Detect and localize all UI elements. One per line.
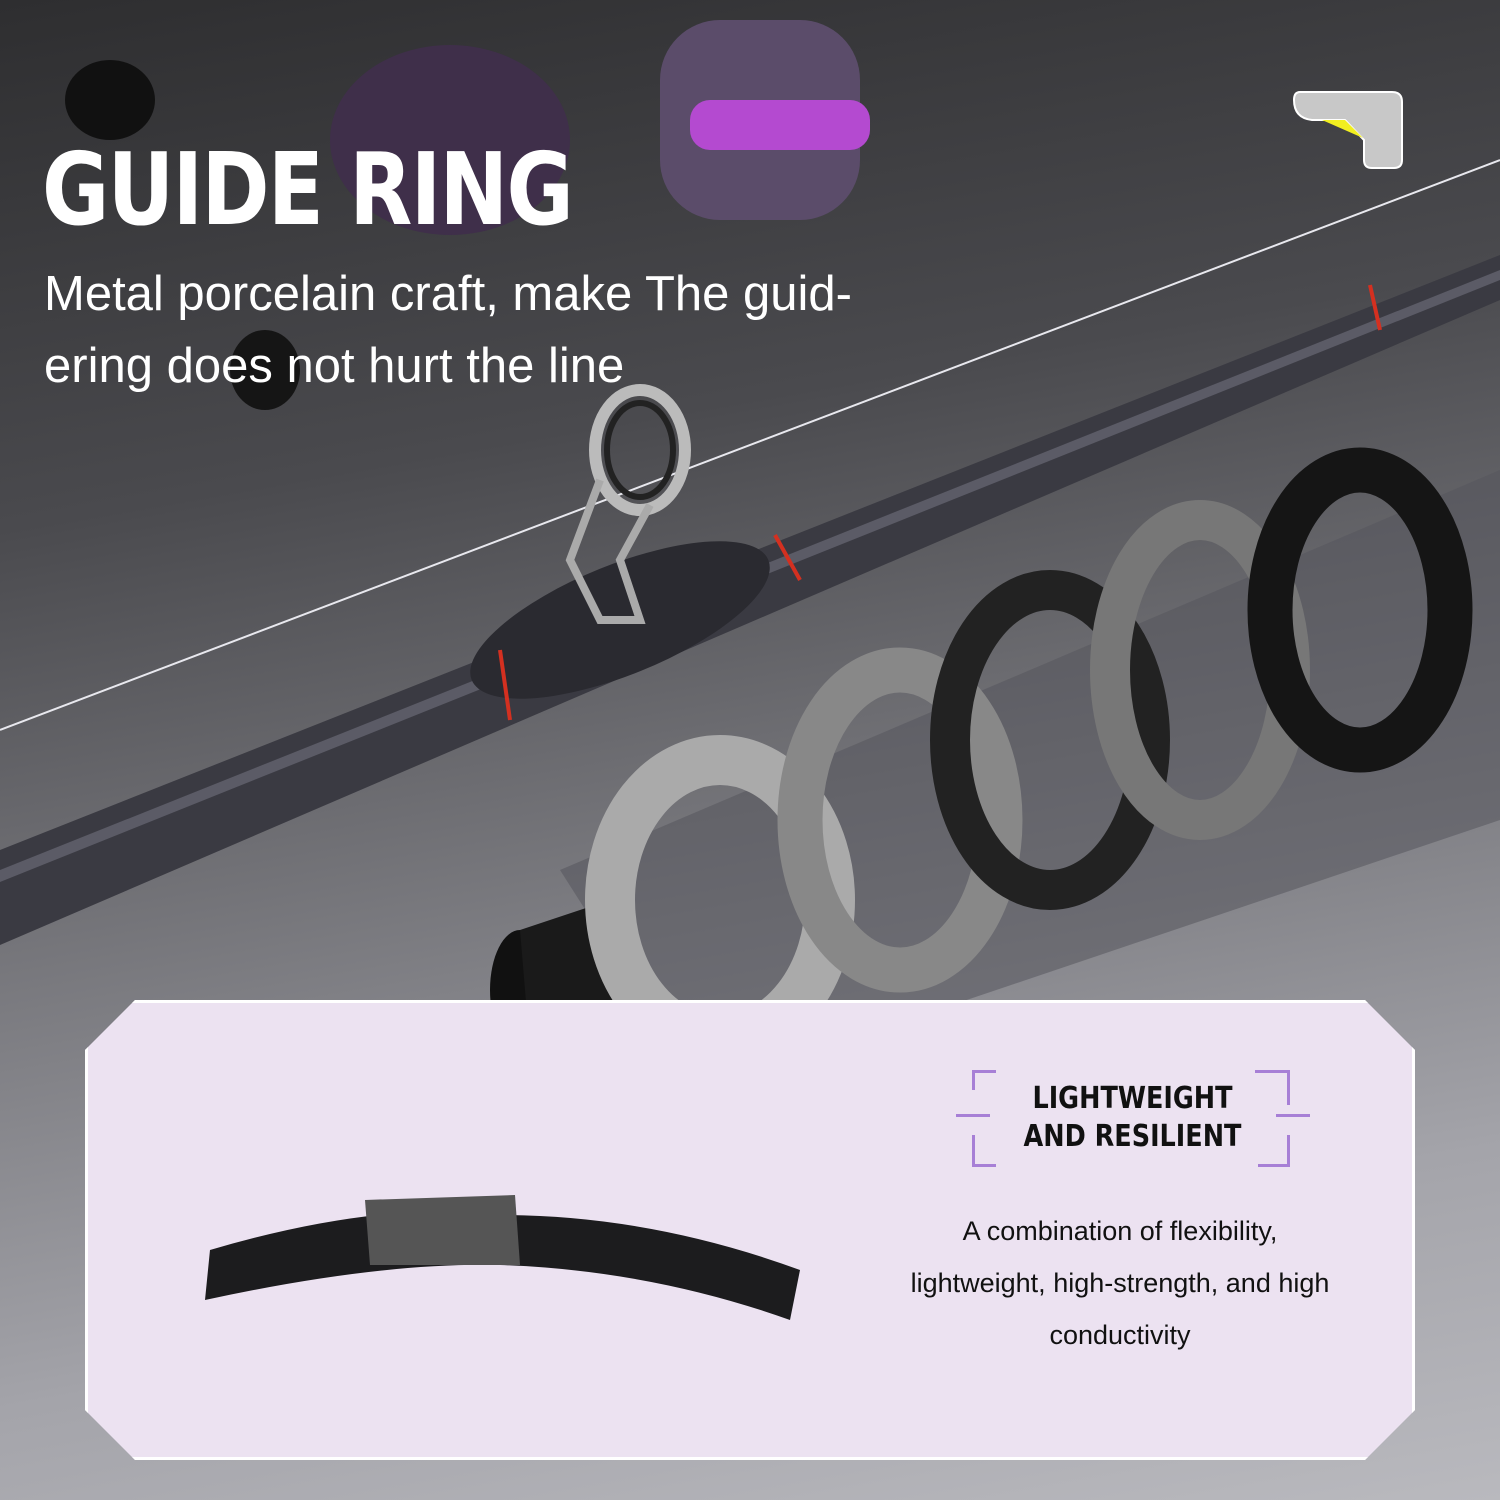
guide-ring <box>565 384 691 624</box>
page-title: GUIDE RING <box>42 131 574 248</box>
red-wrap <box>773 534 802 581</box>
bracket-dash-right <box>1276 1114 1310 1117</box>
red-wrap <box>1368 284 1382 331</box>
logo-icon <box>1292 91 1403 169</box>
bracket-top-left <box>972 1070 996 1090</box>
feature-description: A combination of flexibility, lightweigh… <box>910 1216 1330 1350</box>
bracket-bottom-right <box>1258 1135 1290 1167</box>
bracket-top-right <box>1255 1070 1290 1105</box>
fishing-line <box>0 159 1500 731</box>
page-subtitle: Metal porcelain craft, make The guid-eri… <box>44 267 852 393</box>
reel-images <box>65 20 870 410</box>
red-wrap <box>498 649 512 721</box>
bracket-bottom-left <box>972 1135 996 1167</box>
feature-title: LIGHTWEIGHT AND RESILIENT <box>1023 1081 1242 1154</box>
bracket-dash-left <box>956 1114 990 1117</box>
